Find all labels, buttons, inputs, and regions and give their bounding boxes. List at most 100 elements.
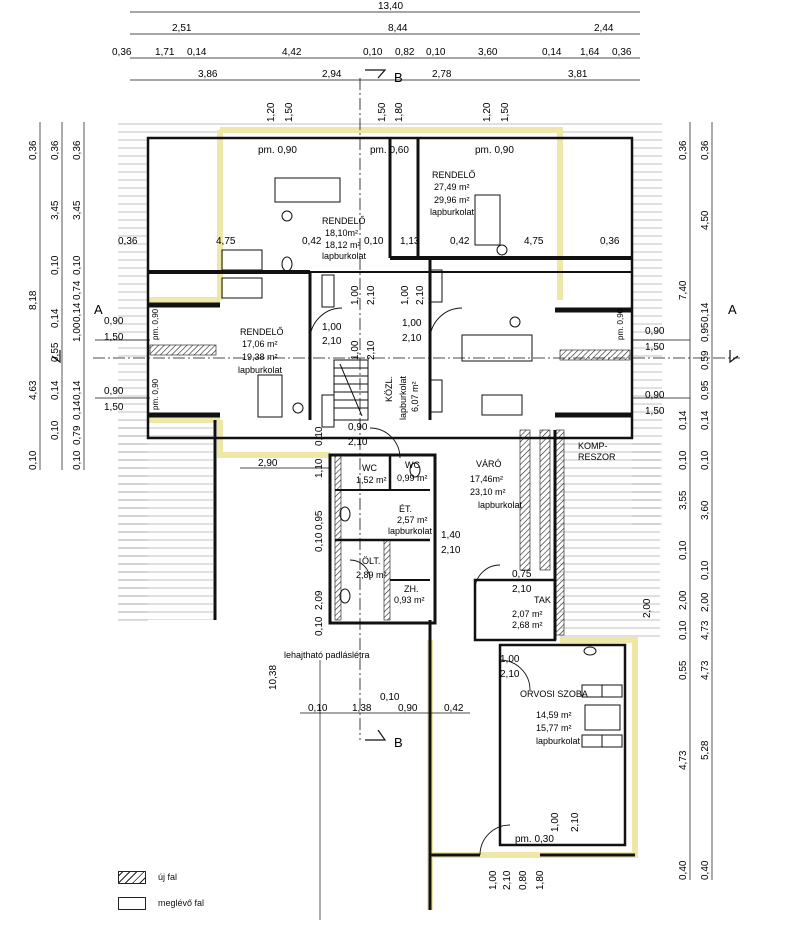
room-rendelo1-floor: lapburkolat [322,251,367,261]
dim-top-row3-5: 0,82 [395,47,415,58]
dim-left-window-3: 1,50 [104,402,124,413]
section-arrows [51,69,739,741]
sill-3: pm. 0,90 [151,308,160,340]
room-wc2-area: 0,99 m² [397,473,428,483]
room-zh-area: 0,93 m² [394,595,425,605]
dim-top-row4-3: 3,81 [568,69,588,80]
dim-right-inner-0: 0,36 [678,140,689,160]
dim-left-col3-8: 0,79 [72,425,83,445]
dim-left-col3-5: 1,00 [72,322,83,342]
dim-bottom-2: 0,10 [380,692,400,703]
dim-right-inner-8: 0,10 [678,450,689,470]
dim-top-row2-1: 8,44 [388,23,408,34]
door-dim-1: 2,10 [322,336,342,347]
sill-5: pm. 0,90 [616,308,625,340]
room-kozl-floor: lapburkolat [398,375,408,420]
dim-int-row-0: 0,36 [118,236,138,247]
section-mark-a-right: A [728,302,737,317]
sill-6: pm. 0,30 [515,834,554,845]
dim-top-row3-1: 1,71 [155,47,175,58]
dim-left-lower: 4,63 [28,380,39,400]
room-rendelo1-area1: 18,10m² [325,228,358,238]
new-walls-hatched [149,344,631,636]
dim-window-head-3: 1,80 [394,102,405,122]
room-rendelo3-area1: 17,06 m² [242,339,278,349]
door-dim-8: 0,90 [348,422,368,433]
dim-top-row2-0: 2,51 [172,23,192,34]
room-kozl-area: 6,07 m² [410,381,420,412]
section-mark-a-left: A [94,302,103,317]
legend: új fal meglévő fal [118,864,318,924]
room-kompresszor-line1: KOMP- [578,441,608,451]
dim-int-row-6: 4,75 [524,236,544,247]
room-orvosi-area2: 15,77 m² [536,723,572,733]
door-dim-5: 2,10 [366,285,377,305]
section-mark-b-bottom: B [394,735,403,750]
dim-left-col2-1: 3,45 [50,200,61,220]
door-dim-10: 1,40 [441,530,461,541]
dim-left-col3-2: 0,10 [72,255,83,275]
room-rendelo2-area1: 27,49 m² [434,182,470,192]
dim-vertical-1: 1,10 [314,458,325,478]
room-et-name: ÉT. [399,504,412,514]
dim-window-head-0: 1,20 [266,102,277,122]
sill-4: pm. 0,90 [151,378,160,410]
existing-wall-swatch [118,896,146,910]
dim-top-row2-2: 2,44 [594,23,614,34]
room-rendelo1-area2: 18,12 m² [325,240,361,250]
dim-int-row-7: 0,36 [600,236,620,247]
sill-0: pm. 0,90 [258,145,297,156]
room-kozl-name: KÖZL. [384,376,394,402]
new-wall-swatch [118,870,146,884]
walls [146,136,635,910]
dim-left-col2-2: 0,10 [50,255,61,275]
dim-left-col2-4: 0,55 [50,342,61,362]
dim-right-outer-5: 0,40 [700,860,711,880]
dim-left-col3-7: 0,14 [72,400,83,420]
dim-right-window-1: 1,50 [645,342,665,353]
room-rendelo3-floor: lapburkolat [238,365,283,375]
room-waro-name: VÁRÓ [476,459,502,469]
dim-vertical-0: 10,38 [268,665,279,690]
room-tak-name: TAK [534,595,551,605]
door-dim-9: 2,10 [348,437,368,448]
door-dim-19: 1,00 [550,812,561,832]
door-dim-15: 2,10 [500,669,520,680]
section-mark-b-top: B [394,70,403,85]
dim-right-outer-0: 0,36 [700,140,711,160]
dim-left-col2-0: 0,36 [50,140,61,160]
dim-left-bottom-0: 0,10 [28,450,39,470]
dim-top-row3-6: 0,10 [426,47,446,58]
dim-right-inner-10: 0,10 [678,540,689,560]
dim-vertical-4: 2,09 [314,590,325,610]
room-rendelo3-area2: 19,38 m² [242,352,278,362]
room-et-floor: lapburkolat [388,526,433,536]
dim-left-col2-5: 0,14 [50,380,61,400]
dim-left-col2-6: 0,10 [50,420,61,440]
dim-window-head-5: 1,50 [500,102,511,122]
door-dim-16: 1,00 [350,340,361,360]
dim-int-row-4: 1,13 [400,236,420,247]
dim-right-inner-19: 0,40 [678,860,689,880]
dim-int-row-2: 0,42 [302,236,322,247]
dim-right-inner-17: 4,73 [700,660,711,680]
room-olt-name: ÖLT. [362,556,380,566]
dim-int-row-3: 0,10 [364,236,384,247]
legend-existing-wall: meglévő fal [118,890,318,916]
dim-right-window-3: 1,50 [645,406,665,417]
door-dim-3: 2,10 [402,333,422,344]
dim-left-window-0: 0,90 [104,316,124,327]
door-dim-17: 2,10 [366,340,377,360]
room-wc2-name: WC [405,460,420,470]
dim-top-row4-0: 3,86 [198,69,218,80]
room-orvosi-name: ORVOSI SZOBA [520,689,588,699]
door-dim-7: 2,10 [415,285,426,305]
furniture [221,177,623,748]
dim-top-row3-4: 0,10 [363,47,383,58]
dim-bottom-right-1: 2,10 [502,870,513,890]
dim-right-outer-1: 4,50 [700,210,711,230]
room-rendelo2-floor: lapburkolat [430,207,475,217]
dim-top-row4-2: 2,78 [432,69,452,80]
room-zh-name: ZH. [404,584,419,594]
